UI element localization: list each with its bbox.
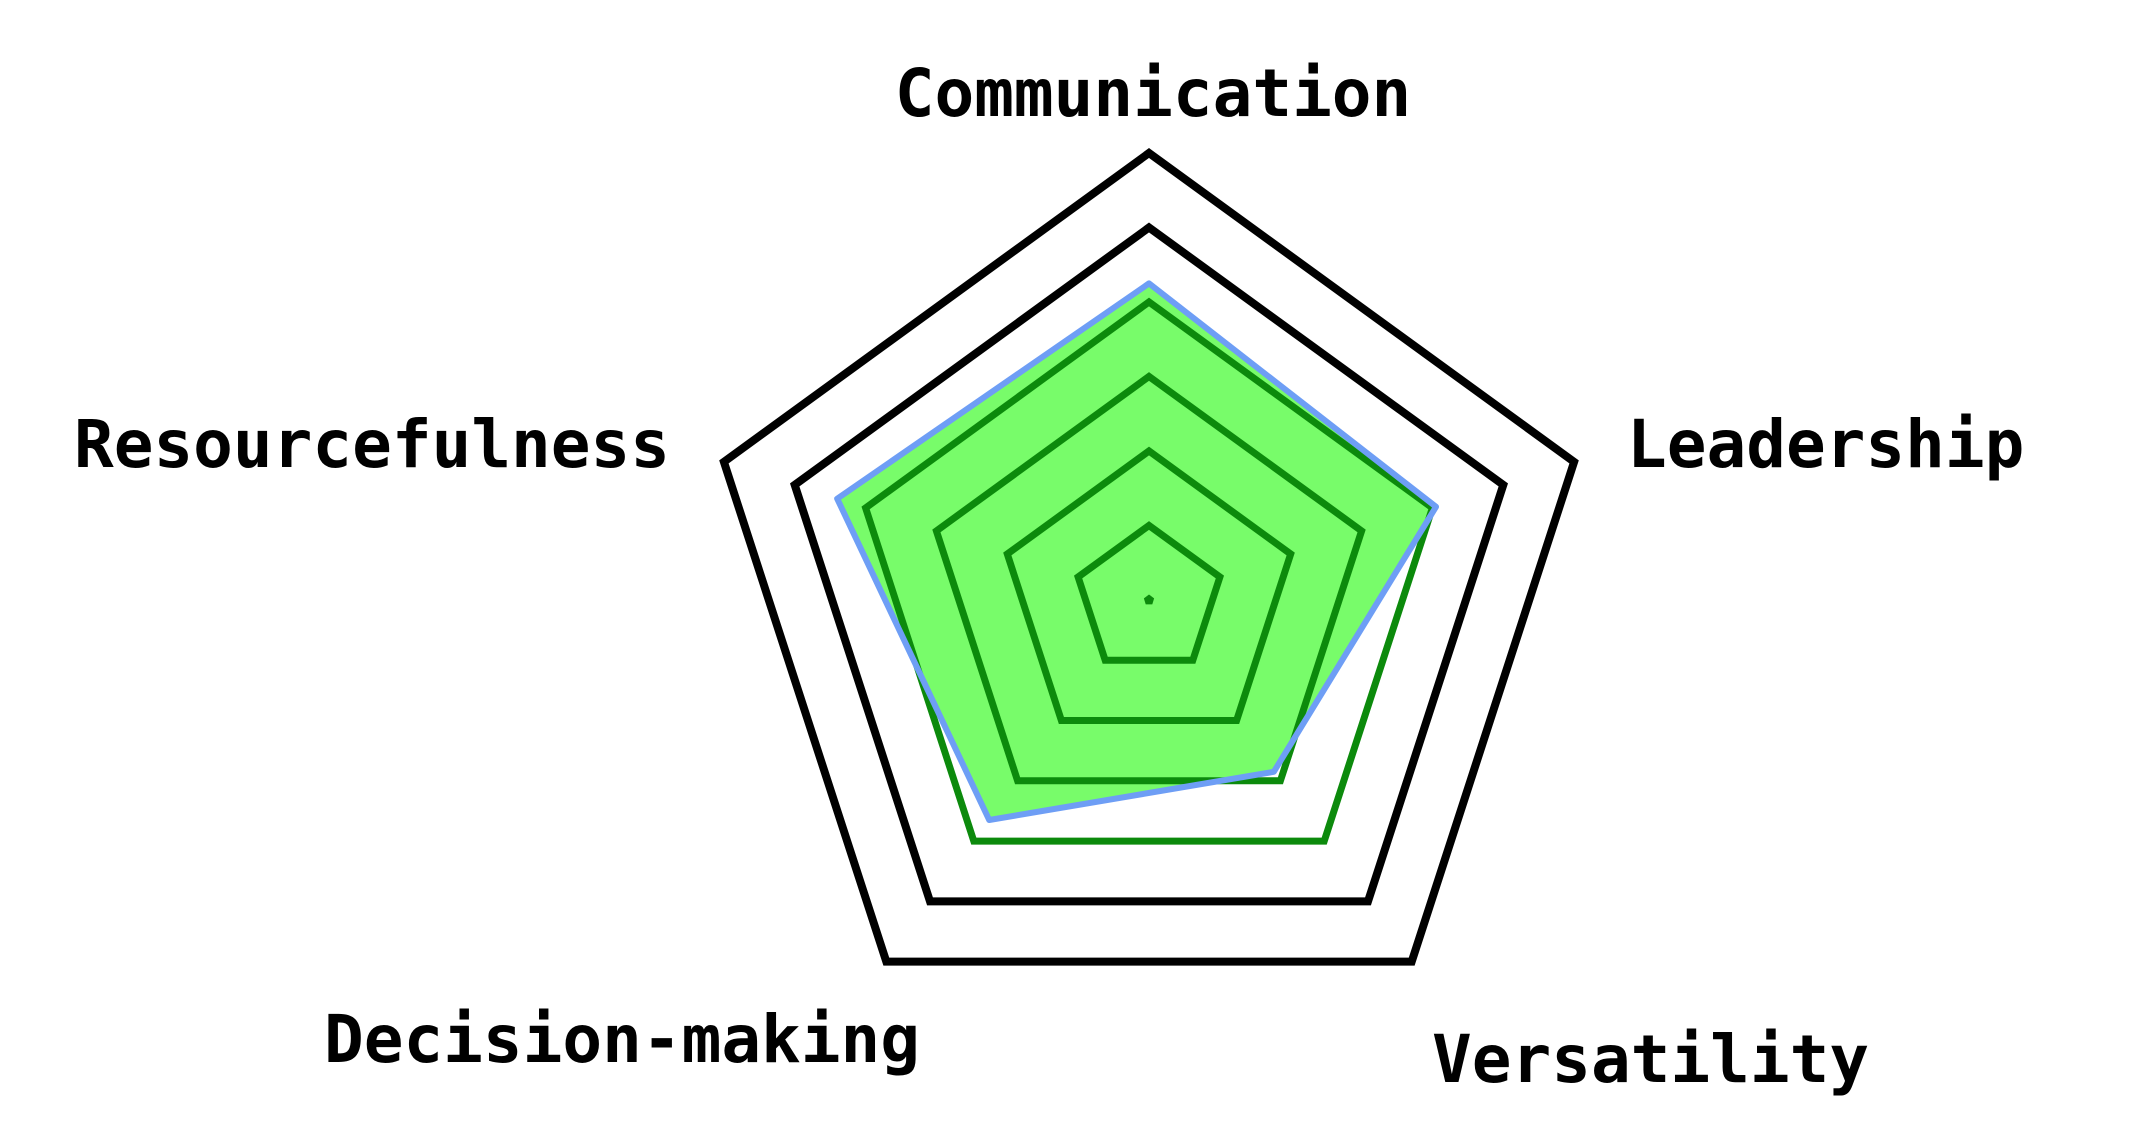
axis-label-versatility: Versatility — [1432, 1021, 1869, 1098]
grid-ring — [861, 297, 1437, 845]
data-outline-layer — [834, 280, 1439, 823]
series-fill — [837, 283, 1436, 820]
axis-label-communication: Communication — [895, 55, 1412, 132]
grid-center — [1143, 594, 1155, 605]
grid-ring — [1003, 446, 1295, 724]
axis-label-decision-making: Decision-making — [324, 1001, 920, 1078]
axis-label-resourcefulness: Resourcefulness — [74, 406, 670, 483]
series-outline — [834, 280, 1439, 823]
axis-label-leadership: Leadership — [1627, 406, 2024, 483]
grid-ring — [719, 148, 1579, 966]
data-fill-layer — [837, 283, 1436, 820]
grid-ring — [1073, 521, 1225, 664]
grid-layer — [719, 148, 1579, 966]
grid-ring — [932, 372, 1366, 785]
grid-ring — [789, 222, 1509, 906]
